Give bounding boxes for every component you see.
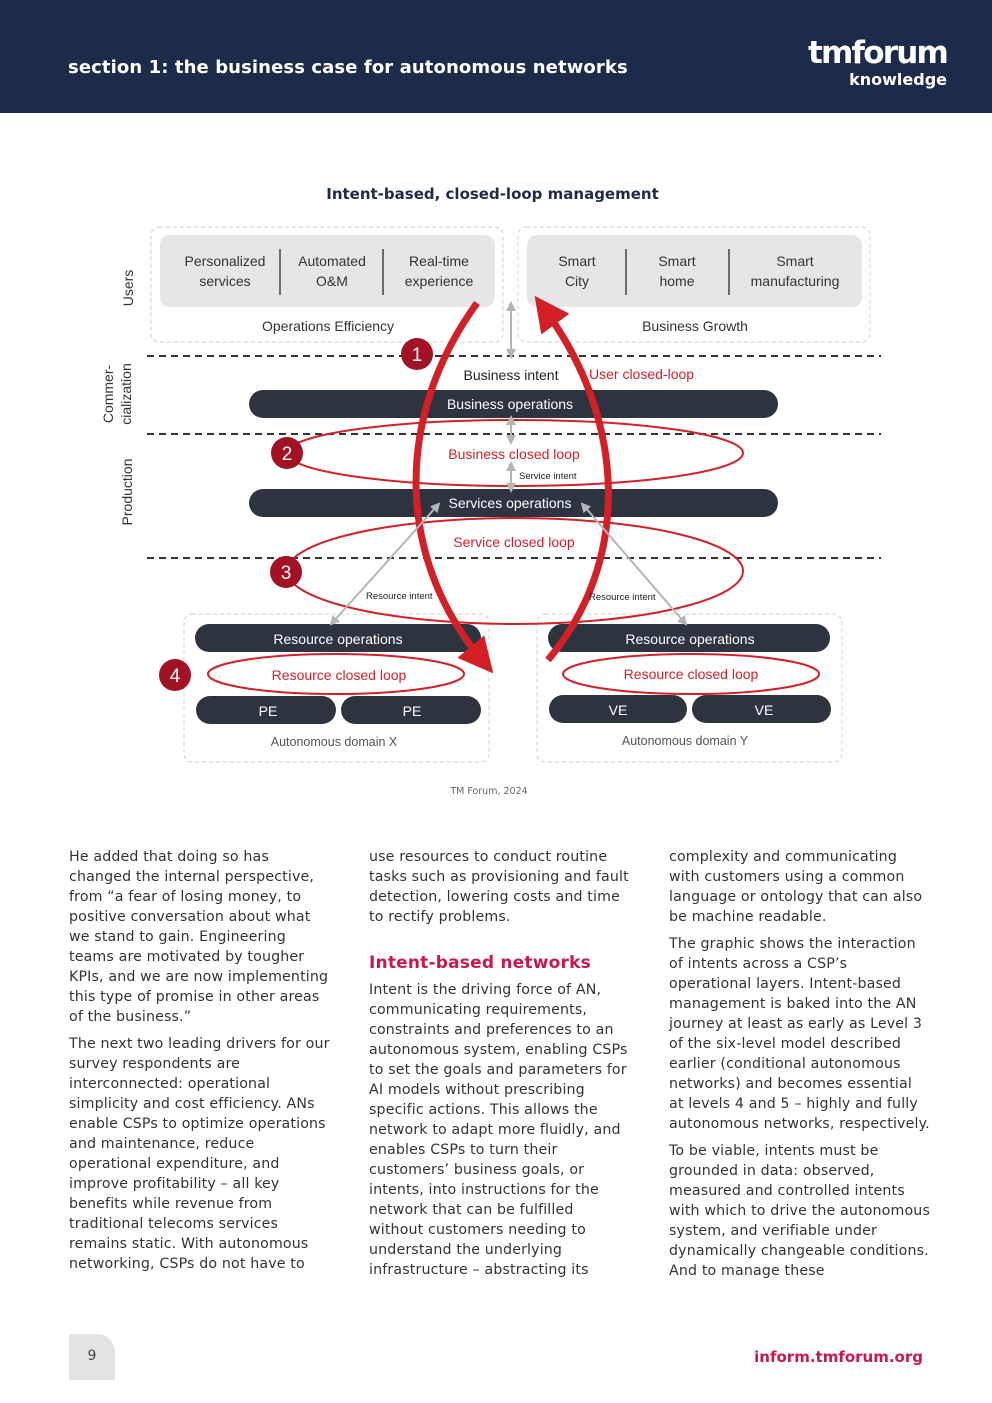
right-users-group xyxy=(517,226,871,343)
left-user-item-3-line1: Real-time xyxy=(409,253,469,269)
domain-y-label: Autonomous domain Y xyxy=(622,734,749,748)
figure-caption: TM Forum, 2024 xyxy=(450,786,528,797)
paragraph: use resources to conduct routine tasks s… xyxy=(369,849,629,925)
left-user-item-2-line2: O&M xyxy=(316,273,348,289)
paragraph: The graphic shows the interaction of int… xyxy=(669,936,930,1132)
pe-bar-1 xyxy=(196,696,336,724)
resource-intent-right-arrow xyxy=(580,502,688,626)
pe-bar-2 xyxy=(341,696,481,724)
resource-closed-loop-left-label: Resource closed loop xyxy=(272,667,407,683)
left-users-group xyxy=(150,226,504,343)
services-operations-label: Services operations xyxy=(449,495,572,511)
right-user-item-2-line1: Smart xyxy=(658,253,695,269)
resource-intent-right-label: Resource intent xyxy=(589,592,656,603)
ve-bar-1 xyxy=(549,695,687,723)
left-user-item-2-line1: Automated xyxy=(298,253,366,269)
ve-bar-2 xyxy=(692,695,831,723)
pe-label-1: PE xyxy=(259,703,278,719)
section-heading: Intent-based networks xyxy=(369,953,591,973)
figure-title: Intent-based, closed-loop management xyxy=(326,185,659,203)
page-header: section 1: the business case for autonom… xyxy=(0,0,992,113)
pe-label-2: PE xyxy=(403,703,422,719)
right-user-item-3-line1: Smart xyxy=(776,253,813,269)
paragraph: To be viable, intents must be grounded i… xyxy=(669,1143,930,1279)
right-users-label: Business Growth xyxy=(642,318,748,334)
resource-closed-loop-right-label: Resource closed loop xyxy=(624,666,759,682)
side-label-commercialization-1: Commer- xyxy=(100,365,116,424)
user-closed-loop-arrow-down xyxy=(412,300,494,674)
ve-label-1: VE xyxy=(609,702,628,718)
marker-1 xyxy=(401,338,433,370)
resource-operations-right-label: Resource operations xyxy=(625,631,754,647)
page-number: 9 xyxy=(87,1348,97,1364)
resource-operations-left-bar xyxy=(195,624,481,652)
body-column-3: complexity and communicating with custom… xyxy=(669,847,931,1288)
domain-y-group xyxy=(536,613,843,763)
body-column-2: use resources to conduct routine tasks s… xyxy=(369,847,631,1287)
left-users-label: Operations Efficiency xyxy=(262,318,394,334)
marker-1-label: 1 xyxy=(412,345,423,366)
resource-operations-right-bar xyxy=(548,624,830,652)
right-users-panel xyxy=(527,235,862,307)
paragraph: complexity and communicating with custom… xyxy=(669,849,923,925)
tmforum-logo[interactable]: tmforum xyxy=(808,35,949,71)
right-user-item-3-line2: manufacturing xyxy=(751,273,840,289)
resource-closed-loop-left-ellipse xyxy=(207,653,465,695)
paragraph: He added that doing so has changed the i… xyxy=(69,849,329,1025)
marker-4-label: 4 xyxy=(170,666,181,687)
marker-4 xyxy=(159,659,191,691)
marker-2 xyxy=(271,437,303,469)
resource-intent-left-label: Resource intent xyxy=(366,591,433,602)
right-user-item-1-line2: City xyxy=(565,273,589,289)
marker-3-label: 3 xyxy=(281,563,292,584)
section-title: section 1: the business case for autonom… xyxy=(68,57,628,78)
business-closed-loop-label: Business closed loop xyxy=(448,446,580,462)
marker-2-label: 2 xyxy=(282,444,293,465)
body-column-1: He added that doing so has changed the i… xyxy=(69,847,331,1281)
user-closed-loop-label: User closed-loop xyxy=(589,366,694,382)
left-user-item-1-line1: Personalized xyxy=(185,253,266,269)
business-operations-bar xyxy=(249,390,778,418)
left-user-item-1-line2: services xyxy=(199,273,250,289)
business-intent-label: Business intent xyxy=(464,367,559,383)
paragraph: The next two leading drivers for our sur… xyxy=(69,1036,330,1272)
closed-loop-diagram: Personalized services Automated O&M Real… xyxy=(100,226,881,763)
domain-x-label: Autonomous domain X xyxy=(271,735,398,749)
user-closed-loop-arrow-up xyxy=(534,295,612,663)
left-users-panel xyxy=(160,235,495,307)
right-user-item-1-line1: Smart xyxy=(558,253,595,269)
side-label-commercialization-2: cialization xyxy=(118,363,134,424)
resource-intent-left-arrow xyxy=(329,502,441,626)
tmforum-logo-subtitle: knowledge xyxy=(849,70,947,89)
service-closed-loop-label: Service closed loop xyxy=(453,534,575,550)
side-label-users: Users xyxy=(120,270,136,307)
left-user-item-3-line2: experience xyxy=(405,273,474,289)
marker-3 xyxy=(270,556,302,588)
paragraph: Intent is the driving force of AN, commu… xyxy=(369,982,628,1278)
right-user-item-2-line2: home xyxy=(659,273,694,289)
side-label-production: Production xyxy=(119,459,135,526)
ve-label-2: VE xyxy=(755,702,774,718)
resource-operations-left-label: Resource operations xyxy=(273,631,402,647)
page-number-tab: 9 xyxy=(69,1334,115,1380)
business-operations-label: Business operations xyxy=(447,396,573,412)
resource-closed-loop-right-ellipse xyxy=(562,653,820,695)
footer-link[interactable]: inform.tmforum.org xyxy=(754,1348,923,1366)
service-intent-label: Service intent xyxy=(519,471,577,482)
